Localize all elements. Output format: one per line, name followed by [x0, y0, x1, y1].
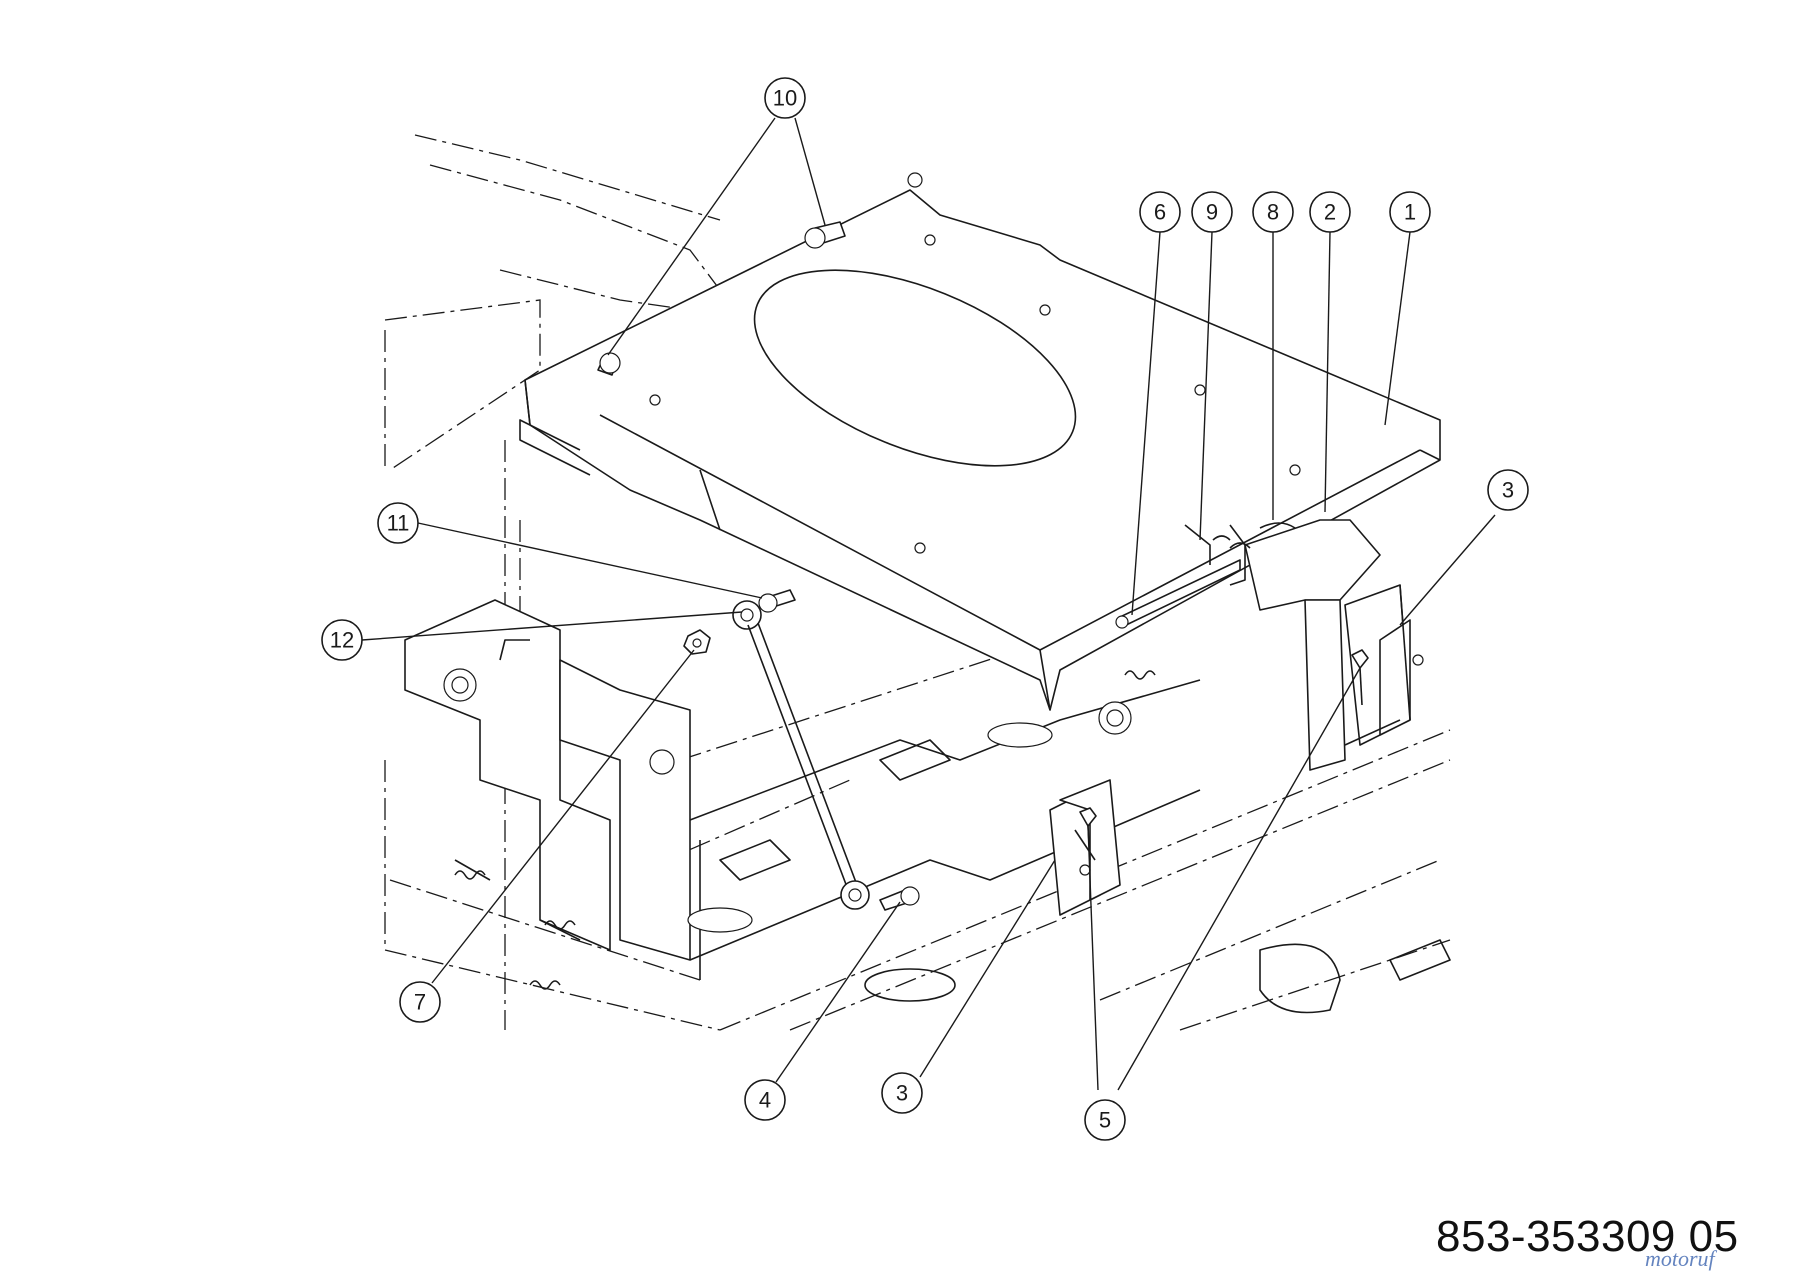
callouts: 1 2 8 9 6 10 11 12 [321, 77, 1529, 1141]
svg-text:9: 9 [1206, 200, 1218, 225]
svg-text:11: 11 [387, 511, 410, 536]
svg-text:12: 12 [330, 628, 354, 653]
callout-8: 8 [1252, 191, 1294, 233]
svg-text:8: 8 [1267, 200, 1279, 225]
seat-plate [519, 172, 1441, 711]
callout-2: 2 [1309, 191, 1351, 233]
svg-text:6: 6 [1154, 200, 1166, 225]
callout-9: 9 [1191, 191, 1233, 233]
svg-text:1: 1 [1404, 200, 1416, 225]
svg-text:7: 7 [414, 990, 426, 1015]
callout-1: 1 [1389, 191, 1431, 233]
callout-3-upper: 3 [1487, 469, 1529, 511]
svg-text:3: 3 [1502, 478, 1514, 503]
right-rear-bracket [1344, 584, 1424, 746]
callout-6: 6 [1139, 191, 1181, 233]
diagram-part-number: 853-353309 05 [1436, 1212, 1739, 1261]
callout-12: 12 [321, 619, 363, 661]
svg-text:10: 10 [773, 86, 797, 111]
callout-10: 10 [764, 77, 806, 119]
callout-4: 4 [744, 1079, 786, 1121]
watermark-logo: motoruf [1645, 1246, 1715, 1271]
svg-text:3: 3 [896, 1081, 908, 1106]
callout-11: 11 [377, 502, 419, 544]
callout-3-lower: 3 [881, 1072, 923, 1114]
svg-text:5: 5 [1099, 1108, 1111, 1133]
front-bracket [1049, 779, 1121, 916]
left-support-bracket [404, 599, 691, 961]
callout-7: 7 [399, 981, 441, 1023]
leader-lines [361, 117, 1496, 1091]
fasteners [454, 221, 1369, 990]
svg-text:4: 4 [759, 1088, 771, 1113]
adjustment-lever [1115, 519, 1381, 771]
callout-5: 5 [1084, 1099, 1126, 1141]
svg-text:2: 2 [1324, 200, 1336, 225]
